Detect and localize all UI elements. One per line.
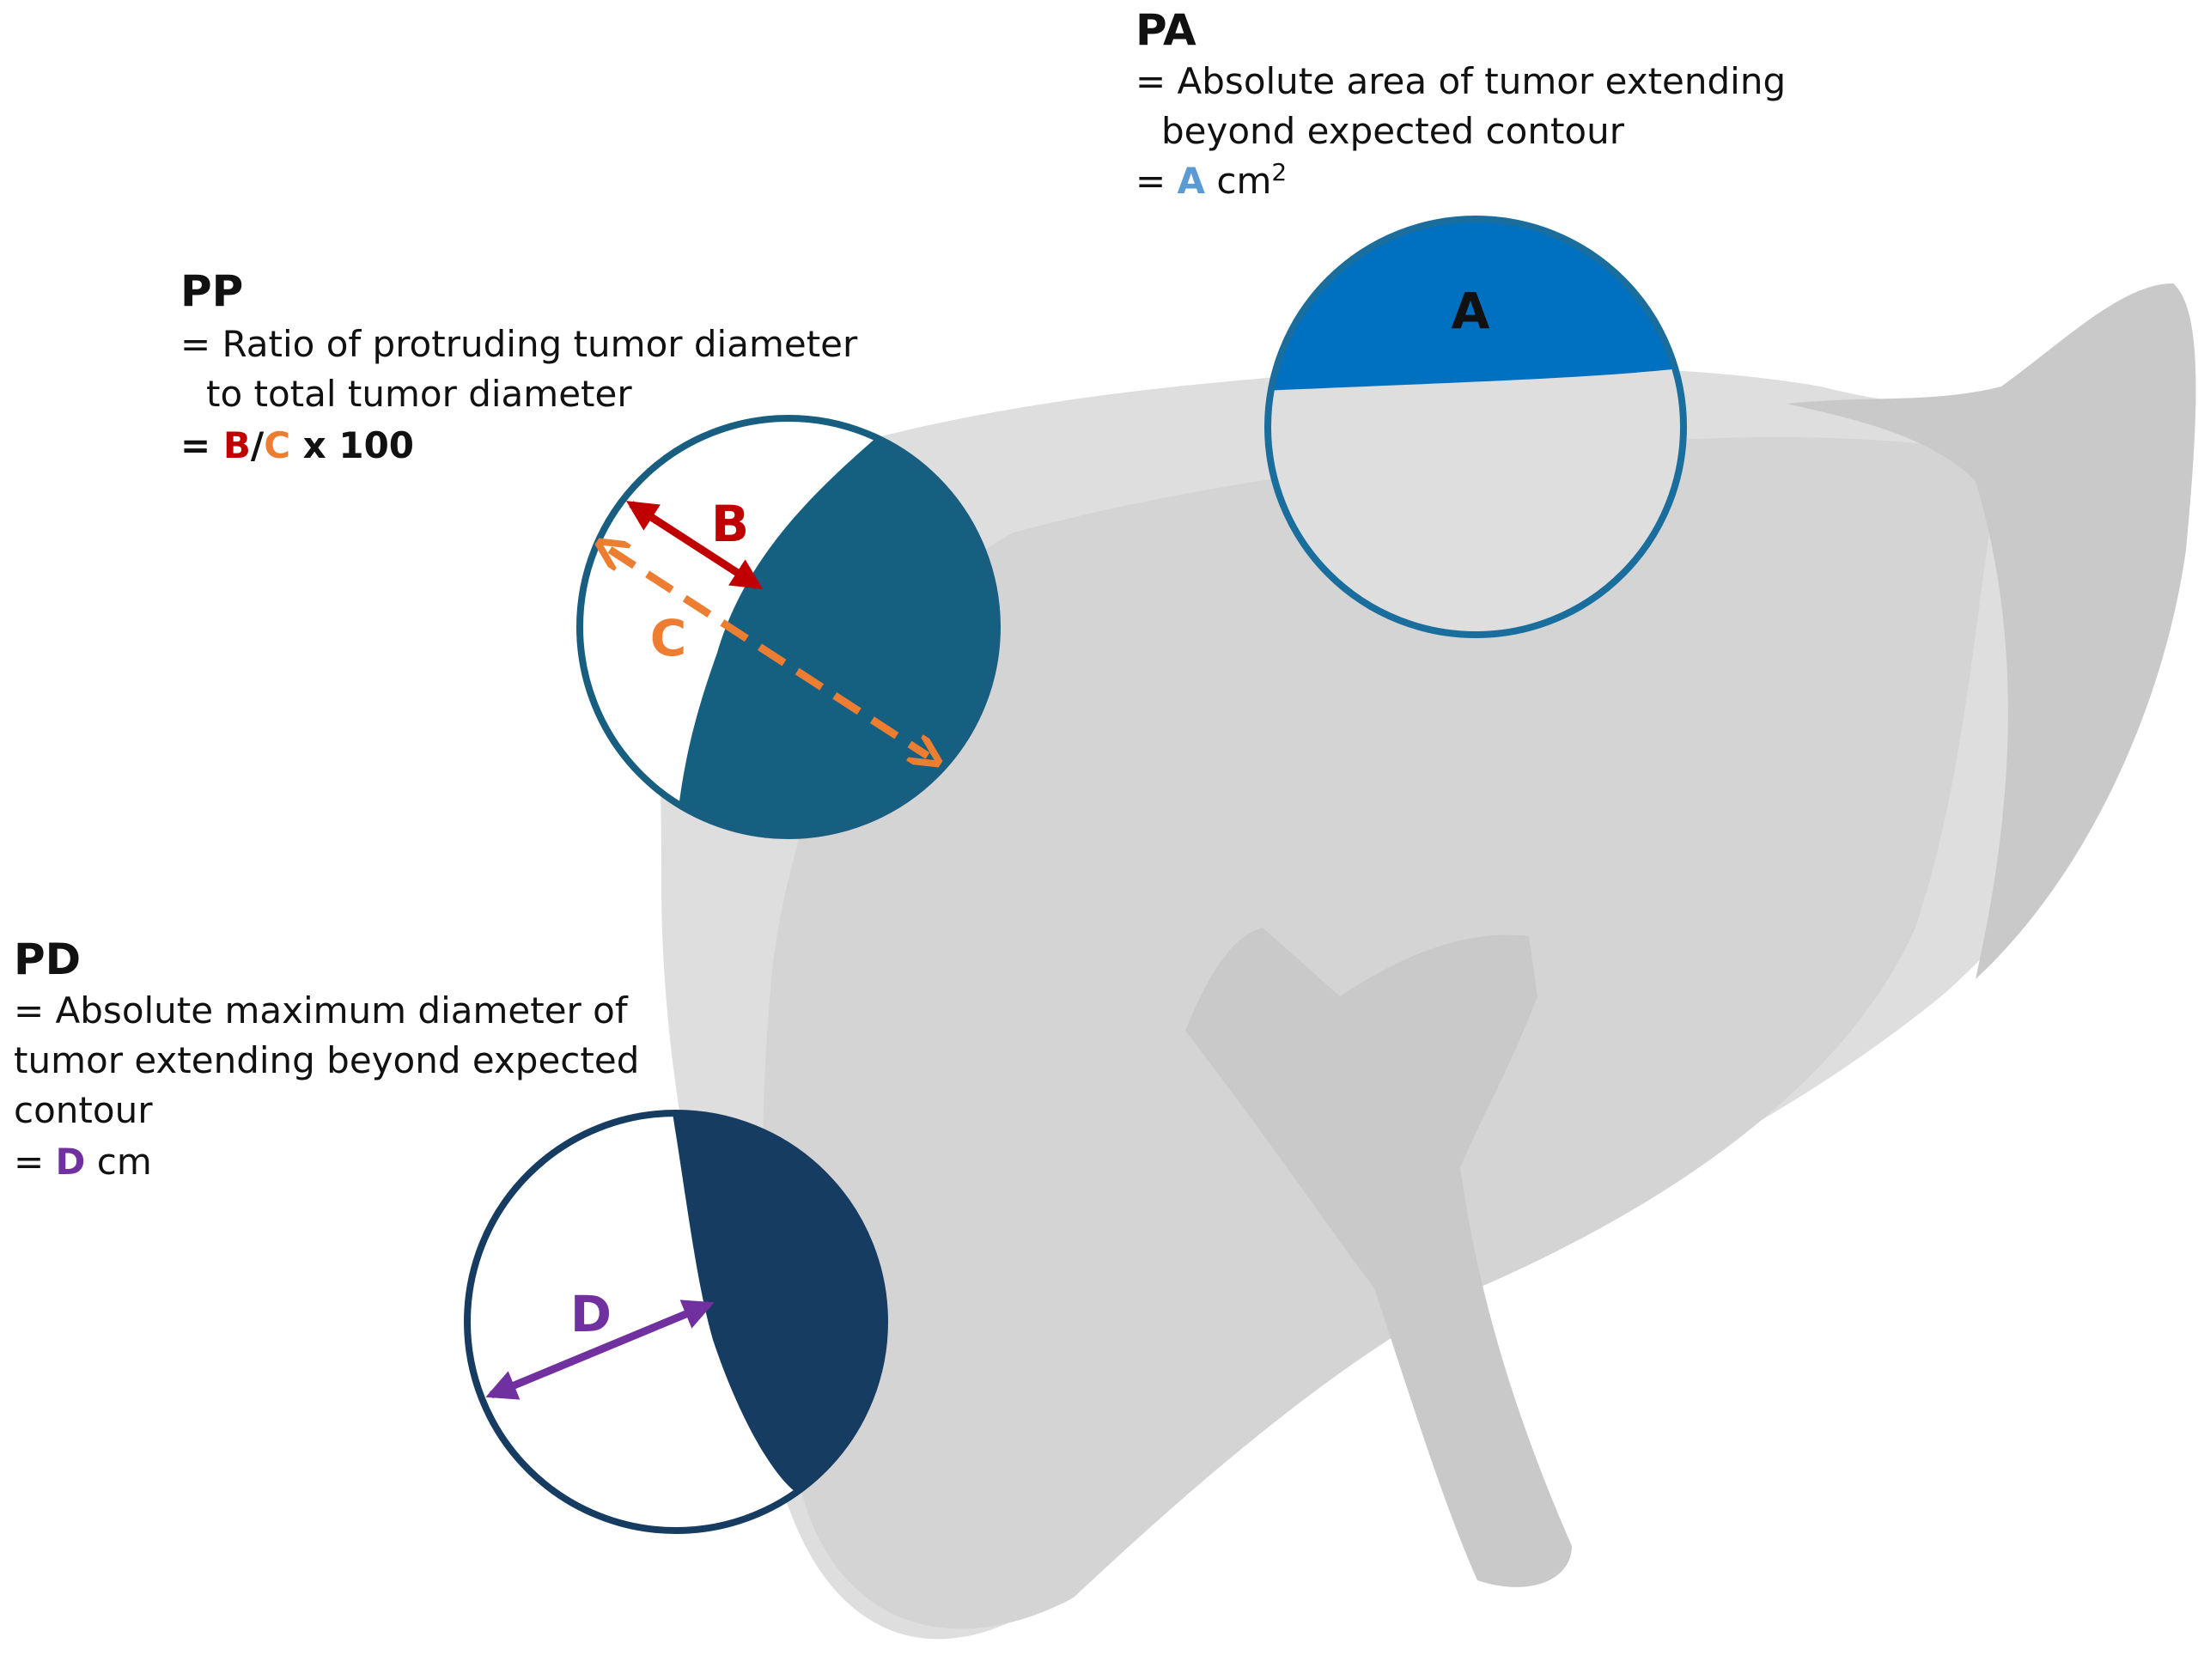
pp-line-3-slash: / — [250, 424, 265, 466]
pd-line-1: = Absolute maximum diameter of — [14, 989, 628, 1032]
pp-circle-ring — [576, 415, 1001, 839]
pp-heading: PP — [180, 266, 244, 316]
pp-line-3-suffix: x 100 — [290, 424, 415, 466]
pa-line-3-sup: 2 — [1271, 158, 1288, 186]
pa-magnifier: A — [1264, 216, 1687, 638]
pd-line-4: = D cm — [14, 1137, 152, 1187]
pp-line-2: to total tumor diameter — [206, 373, 632, 415]
pd-label-d: D — [570, 1285, 612, 1343]
pp-line-3-c: C — [264, 424, 291, 466]
pp-line-3: = B/C x 100 — [180, 421, 414, 471]
pa-line-1: = Absolute area of tumor extending — [1136, 60, 1787, 102]
pa-circle-ring — [1264, 216, 1687, 638]
pd-magnifier: D — [464, 1110, 888, 1534]
liver-left-lobe — [1787, 283, 2196, 979]
pp-line-3-prefix: = — [180, 424, 223, 466]
pa-line-2: beyond expected contour — [1161, 110, 1625, 152]
pd-heading: PD — [14, 934, 82, 984]
pp-line-1: = Ratio of protruding tumor diameter — [180, 323, 858, 365]
pp-label-c: C — [650, 609, 687, 667]
pd-line-2: tumor extending beyond expected — [14, 1039, 640, 1081]
pd-line-3: contour — [14, 1089, 153, 1131]
pd-arrow-d — [485, 1300, 715, 1400]
pa-heading: PA — [1136, 5, 1196, 55]
pa-line-3-letter: A — [1177, 160, 1206, 202]
pd-line-4-prefix: = — [14, 1141, 56, 1183]
pd-circle-ring — [464, 1110, 888, 1534]
pd-line-4-letter: D — [55, 1141, 86, 1183]
pa-line-3-prefix: = — [1136, 160, 1178, 202]
pa-line-3: = A cm2 — [1136, 156, 1287, 206]
pd-line-4-unit: cm — [85, 1141, 152, 1183]
pp-magnifier: B C — [576, 415, 1001, 839]
pp-label-b: B — [711, 495, 749, 553]
pa-circle-label: A — [1452, 282, 1490, 340]
hepatic-vessel — [1185, 928, 1572, 1587]
pa-line-3-unit: cm — [1205, 160, 1272, 202]
pp-line-3-b: B — [222, 424, 251, 466]
pp-arrow-c — [610, 550, 928, 756]
